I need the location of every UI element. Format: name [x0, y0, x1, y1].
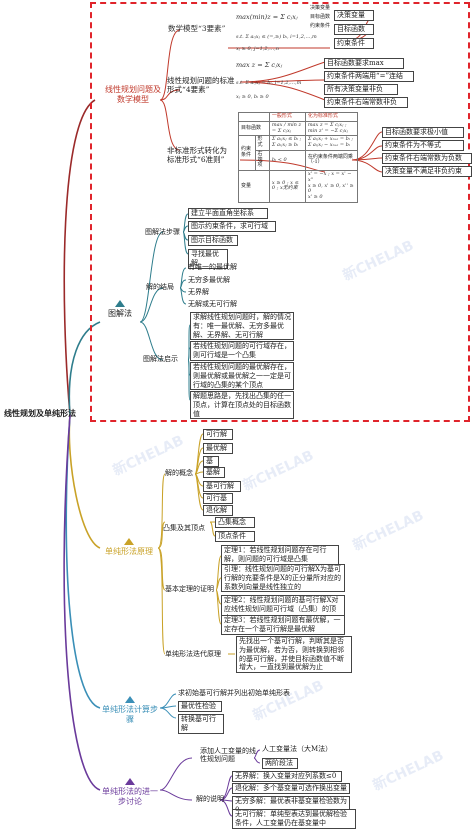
- solution-item: 无可行解：单纯型表达到最优解检验条件，人工变量仍在基变量中: [232, 809, 356, 829]
- graph-results-label: 解的结局: [146, 283, 174, 291]
- artificial-item: 人工变量法（大M法）: [262, 745, 333, 753]
- root-node: 线性规划及单纯形法: [4, 408, 76, 418]
- connector-root-further: [63, 414, 101, 791]
- graph-step: 图示约束条件，求可行域: [188, 221, 276, 232]
- graph-hint: 解题思路是，先找出凸集的任一顶点，计算在顶点处的目标函数值: [190, 391, 294, 420]
- four-element-item: 所有决策变量非负: [324, 84, 398, 95]
- theorem-item: 引理：线性规划问题的可行解X为基可行解的充要条件是X的正分量所对应的系数列向量是…: [221, 564, 345, 593]
- graph-result: 无界解: [188, 288, 209, 296]
- graph-hint: 若线性规划问题的最优解存在，则最优解或最优解之一一定是可行域的凸集的某个顶点: [190, 362, 294, 391]
- formula-std2: xⱼ ≥ 0, bᵢ ≥ 0: [236, 94, 269, 100]
- six-rule-item: 目标函数要求极小值: [382, 127, 464, 138]
- concept-label: 解的概念: [165, 469, 193, 477]
- convex-item: 凸集概念: [215, 517, 255, 528]
- iter-label: 单纯形法迭代原理: [165, 650, 221, 658]
- four-element-item: 约束条件右端常数非负: [324, 97, 408, 108]
- step-item: 求初始基可行解并列出初始单纯形表: [178, 689, 290, 697]
- concept-item: 可行基: [203, 493, 233, 504]
- step-item: 转换基可行解: [178, 714, 224, 734]
- six-rule-item: 约束条件右端常数为负数: [382, 153, 472, 164]
- branch-principle: 单纯形法原理: [100, 538, 158, 557]
- concept-item: 可行解: [203, 429, 233, 440]
- theorem-item: 定理1：若线性规划问题存在可行解，则问题的可行域是凸集: [221, 545, 339, 565]
- graph-hint: 若线性规划问题的可行域存在，则可行域是一个凸集: [190, 341, 294, 361]
- graph-step: 建立平面直角坐标系: [188, 208, 268, 219]
- triangle-icon: [125, 696, 135, 703]
- theorem-label: 基本定理的证明: [165, 585, 214, 593]
- graph-result: 无穷多最优解: [188, 276, 230, 284]
- theorem-item: 定理3：若线性规划问题有最优解，一定存在一个基可行解是最优解: [221, 615, 345, 635]
- concept-item: 基解: [203, 467, 225, 478]
- three-element-item: 目标函数: [334, 24, 374, 35]
- graph-result: 有唯一的最优解: [188, 263, 237, 271]
- small-label: 决策变量: [310, 5, 331, 11]
- highlight-frame: [90, 2, 470, 422]
- branch-further: 单纯形法的进一步讨论: [100, 778, 160, 806]
- iter-item: 先找出一个基可行解，判断其是否为最优解，若为否，则转换到相邻的基可行解，并使目标…: [236, 636, 352, 673]
- solution-label: 解的说明: [196, 795, 224, 803]
- nonstd-label: 非标准形式转化为标准形式“6准则”: [167, 146, 227, 164]
- small-label: 约束条件: [310, 23, 331, 29]
- formula-std: max z = Σ cⱼxⱼ: [236, 61, 283, 69]
- triangle-icon: [115, 300, 125, 307]
- three-element-item: 约束条件: [334, 38, 374, 49]
- concept-item: 退化解: [203, 505, 233, 516]
- connector-root-steps: [65, 414, 101, 709]
- formula-max: max(min)z = Σ cⱼxⱼ: [236, 13, 298, 21]
- three-elements-label: 数学模型“3要素”: [168, 24, 226, 33]
- concept-item: 基: [203, 456, 219, 467]
- solution-item: 无界解：换入变量对应列系数≤0: [232, 771, 342, 782]
- std-form-label: 线性规划问题的标准形式“4要素”: [167, 76, 235, 94]
- four-element-item: 目标函数要求max: [324, 58, 404, 69]
- connector-root-graph: [68, 321, 101, 416]
- formula-std1: s.t. Σ aᵢⱼxⱼ = bᵢ, i=1,2,…,m: [236, 80, 302, 86]
- triangle-icon: [125, 778, 135, 785]
- branch-model: 线性规划问题及数学模型: [105, 85, 161, 104]
- branch-graph: 图解法: [100, 300, 140, 319]
- three-element-item: 决策变量: [334, 10, 374, 21]
- graph-result: 无解或无可行解: [188, 300, 237, 308]
- six-rule-item: 决策变量不满足非负约束: [382, 166, 472, 177]
- six-rule-item: 约束条件为不等式: [382, 140, 464, 151]
- solution-item: 退化解：多个基变量可选作换出变量: [232, 783, 350, 794]
- connector-root-model: [63, 99, 96, 416]
- branch-steps: 单纯形法计算步骤: [100, 696, 160, 724]
- small-label: 目标函数: [310, 14, 331, 20]
- graph-hints-label: 图解法启示: [143, 355, 178, 363]
- triangle-icon: [124, 538, 134, 545]
- convex-label: 凸集及其顶点: [163, 524, 205, 532]
- convex-item: 顶点条件: [215, 531, 255, 542]
- four-element-item: 约束条件两端用“=”连结: [324, 71, 414, 82]
- graph-step: 寻找最优解: [188, 249, 228, 269]
- formula-st1: s.t. Σ aᵢⱼxⱼ ≤ (=,≥) bᵢ, i=1,2,…,m: [236, 34, 317, 40]
- formula-st2: xⱼ ≥ 0, j=1,2,…,n: [236, 46, 279, 52]
- standardization-table: 一般形式 化为标准形式 目标函数 max / min z = Σ cⱼxⱼ ma…: [238, 112, 359, 203]
- connector-root-principle: [68, 414, 101, 549]
- artificial-item: 两阶段法: [262, 758, 298, 769]
- artificial-label: 添加人工变量的线性规划问题: [200, 747, 256, 764]
- step-item: 最优性检验: [178, 701, 222, 712]
- concept-item: 基可行解: [203, 481, 241, 492]
- graph-steps-label: 图解法步骤: [145, 228, 180, 236]
- graph-hint: 求解线性规划问题时，解的情况有：唯一最优解、无穷多最优解、无界解、无可行解: [190, 312, 294, 341]
- concept-item: 最优解: [203, 443, 233, 454]
- graph-step: 图示目标函数: [188, 235, 238, 246]
